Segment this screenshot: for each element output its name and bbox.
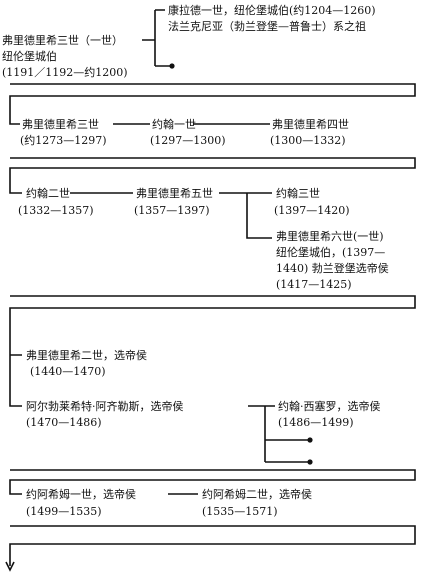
joachim2-name: 约阿希姆二世，选帝侯 [202,488,312,501]
fr4-dates: (1300—1332) [270,134,346,147]
john3-dates: (1397—1420) [274,204,350,217]
gen1-title: 纽伦堡城伯 [2,50,57,63]
albrecht-name: 阿尔勃莱希特·阿齐勒斯，选帝侯 [26,400,184,413]
johncic-dates: (1486—1499) [278,416,354,429]
albrecht-dates: (1470—1486) [26,416,102,429]
konrad-line1: 康拉德一世，纽伦堡城伯(约1204—1260) [168,4,376,17]
fr5-name: 弗里德里希五世 [136,187,213,200]
john1-dates: (1297—1300) [150,134,226,147]
fr6-line4: (1417—1425) [276,278,352,291]
fr2-dates: (1440—1470) [30,365,106,378]
joachim2-dates: (1535—1571) [202,505,278,518]
fr6-line3: 1440) 勃兰登堡选帝侯 [276,262,389,275]
johncic-name: 约翰·西塞罗，选帝侯 [278,400,381,413]
john1-name: 约翰一世 [152,118,196,131]
joachim1-dates: (1499—1535) [26,505,102,518]
joachim1-name: 约阿希姆一世，选帝侯 [26,488,136,501]
gen1-dates: (1191／1192—约1200) [2,66,128,79]
fr4-name: 弗里德里希四世 [272,118,349,131]
fr6-line1: 弗里德里希六世(一世) [276,230,384,243]
fr3-name: 弗里德里希三世 [22,118,99,131]
fr3-dates: (约1273—1297) [20,134,107,147]
john2-dates: (1332—1357) [18,204,94,217]
john2-name: 约翰二世 [26,187,70,200]
fr6-line2: 纽伦堡城伯，(1397— [276,246,386,259]
konrad-line2: 法兰克尼亚（勃兰登堡—普鲁士）系之祖 [168,20,366,33]
fr2-name: 弗里德里希二世，选帝侯 [26,349,147,362]
fr5-dates: (1357—1397) [134,204,210,217]
john3-name: 约翰三世 [276,187,320,200]
gen1-name: 弗里德里希三世（一世） [2,34,123,47]
